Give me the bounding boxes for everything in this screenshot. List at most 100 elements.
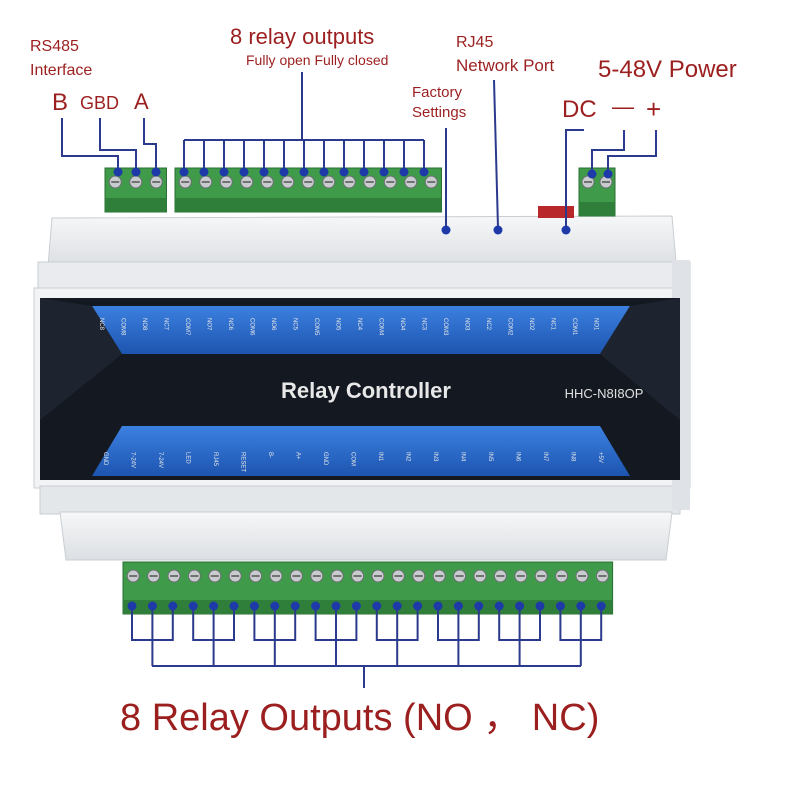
top-pin-label: NC5 xyxy=(292,318,298,331)
rs485-terminal-screw xyxy=(149,175,163,189)
top-pin-label: COM3 xyxy=(442,318,448,336)
leader-dot xyxy=(535,601,545,611)
power-terminal-base xyxy=(579,202,615,216)
top-pin-label: NC2 xyxy=(485,318,491,331)
top-pin-label: NO3 xyxy=(464,318,470,331)
bottom-relay-terminal-screw xyxy=(595,569,609,583)
top-pin-label: COM7 xyxy=(184,318,190,336)
factory-label: Factory xyxy=(412,84,463,101)
top-relay-terminal-screw xyxy=(199,175,213,189)
leader-dot xyxy=(399,167,409,177)
top-pin-label: NC6 xyxy=(227,318,233,331)
leader-dot xyxy=(127,601,137,611)
top-pin-label: NO5 xyxy=(335,318,341,331)
bottom-pin-label: A+ xyxy=(295,452,301,460)
bottom-pin-label: IN1 xyxy=(377,452,383,462)
bottom-relay-terminal-screw xyxy=(575,569,589,583)
bottom-relay-terminal-screw xyxy=(412,569,426,583)
pin-a-label: A xyxy=(134,89,149,114)
leader-dot xyxy=(229,601,239,611)
bottom-relay-terminal-screw xyxy=(330,569,344,583)
bottom-pin-label: IN2 xyxy=(405,452,411,462)
leader-dot xyxy=(239,167,249,177)
bottom-pin-label: COM xyxy=(350,452,356,466)
top-pin-label: NC8 xyxy=(98,318,104,331)
leader-dot xyxy=(603,169,613,179)
bottom-relay-terminal-screw xyxy=(534,569,548,583)
leader-dot xyxy=(319,167,329,177)
leader-a xyxy=(143,118,157,170)
top-relay-terminal-screw xyxy=(260,175,274,189)
bottom-relay-terminal-screw xyxy=(310,569,324,583)
rj45-label: RJ45 xyxy=(456,34,494,51)
leader-dot xyxy=(290,601,300,611)
leader-dot xyxy=(151,167,161,177)
bottom-relay-terminal-screw xyxy=(167,569,181,583)
settings-label: Settings xyxy=(412,104,467,121)
bottom-relay-terminal-screw xyxy=(371,569,385,583)
leader-dot xyxy=(576,601,586,611)
bottom-pin-label: GND xyxy=(322,452,328,466)
interface-label: Interface xyxy=(30,62,93,79)
top-relay-terminal-screw xyxy=(281,175,295,189)
leader-dot xyxy=(299,167,309,177)
bottom-pin-label: RESET xyxy=(240,452,246,472)
leader-dot xyxy=(372,601,382,611)
top-pin-label: NO4 xyxy=(399,318,405,331)
top-relay-terminal-screw xyxy=(424,175,438,189)
leader-dot xyxy=(199,167,209,177)
leader-dot xyxy=(515,601,525,611)
pin-gbd-label: GBD xyxy=(80,93,120,113)
top-relay-terminal-base xyxy=(175,198,442,212)
bottom-pin-label: LED xyxy=(185,452,191,464)
top-relay-terminal-screw xyxy=(322,175,336,189)
network-port-label: Network Port xyxy=(456,56,555,75)
bottom-pin-label: IN5 xyxy=(487,452,493,462)
dc-plus-label: + xyxy=(646,94,662,124)
bottom-relay-terminal-screw xyxy=(289,569,303,583)
leader-dc-minus xyxy=(591,130,625,172)
leader-rj45 xyxy=(493,79,499,229)
bottom-relay-terminal-screw xyxy=(187,569,201,583)
top-pin-label: NO8 xyxy=(141,318,147,331)
bottom-pin-label: 7-24V xyxy=(157,452,163,468)
bottom-relay-terminal-screw xyxy=(432,569,446,583)
leader-dot xyxy=(279,167,289,177)
leader-dot xyxy=(113,167,123,177)
top-relay-terminal-screw xyxy=(363,175,377,189)
leader-dot xyxy=(587,169,597,179)
leader-dot xyxy=(331,601,341,611)
rs485-terminal-screw xyxy=(129,175,143,189)
bottom-relay-terminal-screw xyxy=(514,569,528,583)
leader-dot xyxy=(147,601,157,611)
dc-label: DC xyxy=(562,96,597,123)
pin-b-label: B xyxy=(52,89,69,116)
leader-dot xyxy=(311,601,321,611)
top-pin-label: NC7 xyxy=(163,318,169,331)
device-name: Relay Controller xyxy=(281,378,451,403)
leader-lines xyxy=(61,72,657,688)
leader-dot xyxy=(419,167,429,177)
leader-dot xyxy=(413,601,423,611)
leader-dot xyxy=(392,601,402,611)
rs485-terminal-screw xyxy=(108,175,122,189)
bottom-relay-terminal-screw xyxy=(493,569,507,583)
bottom-pin-label: B- xyxy=(267,452,273,458)
bottom-pin-label: +5V xyxy=(597,452,603,463)
rs485-terminal-base xyxy=(105,198,167,212)
top-pin-label: NO6 xyxy=(270,318,276,331)
leader-dot xyxy=(179,167,189,177)
top-relay-terminal-screw xyxy=(404,175,418,189)
top-relay-terminal-screw xyxy=(383,175,397,189)
bottom-relay-terminal-screw xyxy=(473,569,487,583)
leader-dot xyxy=(131,167,141,177)
bottom-relay-terminal-screw xyxy=(351,569,365,583)
bottom-relay-terminal-screw xyxy=(126,569,140,583)
leader-dc-plus xyxy=(607,130,657,172)
leader-dot xyxy=(493,225,503,235)
leader-dot xyxy=(270,601,280,611)
top-pin-label: COM4 xyxy=(378,318,384,336)
bottom-relay-terminal-screw xyxy=(147,569,161,583)
